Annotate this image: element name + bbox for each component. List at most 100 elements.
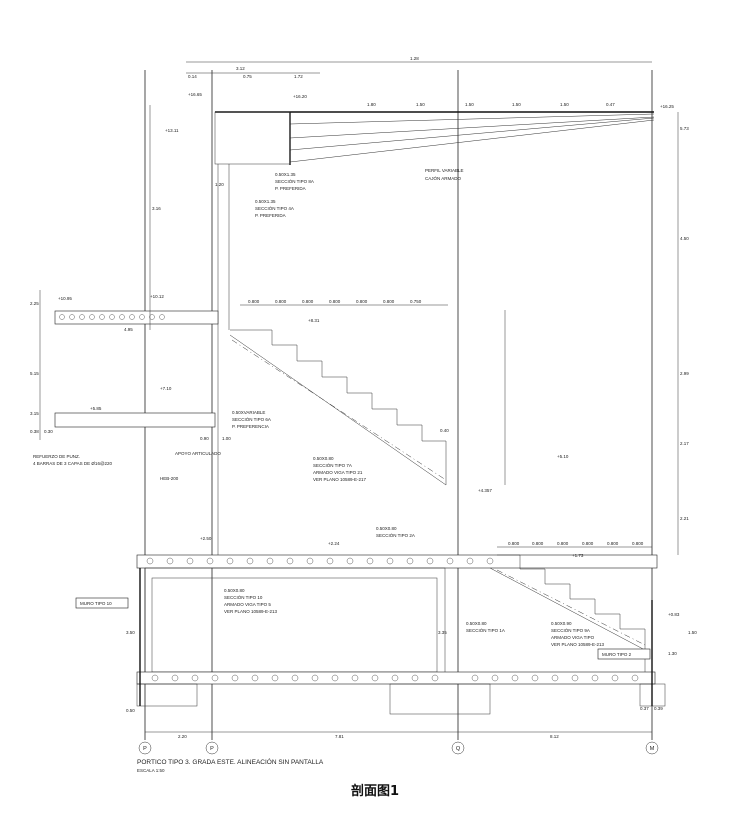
label-sec-h-plan: VER PLANO 10589-E-213 — [551, 642, 605, 647]
level-ground-a: +2.50 — [200, 536, 212, 541]
misc-dim-5: 3.50 — [126, 630, 135, 635]
axis-label-m: M — [650, 746, 655, 752]
misc-dim-4: 0.40 — [440, 428, 449, 433]
level-upper: +13.11 — [165, 128, 179, 133]
level-slab-left: +10.95 — [58, 296, 72, 301]
label-sec-e-dim: 0.50X0.80 — [376, 526, 397, 531]
level-stair-top: +8.31 — [308, 318, 320, 323]
label-sec-c-type: SECCIÓN TIPO 6A — [232, 416, 271, 422]
level-top-left: +16.65 — [188, 92, 202, 97]
misc-dim-1: 1.00 — [222, 436, 231, 441]
misc-dim-7: 0.37 — [640, 706, 649, 711]
top-dim-3: 0.14 — [188, 74, 197, 79]
label-sec-h-type: SECCIÓN TIPO 9A — [551, 627, 590, 633]
footing-middle — [389, 683, 491, 715]
drawing-caption: 剖面图1 — [350, 784, 400, 799]
level-right-end: +0.83 — [668, 612, 680, 617]
right-dim-3: 2.17 — [680, 441, 689, 446]
label-sec-c-note: P. PREFERENCIA — [232, 424, 269, 429]
label-sec-g-dim: 0.50X0.80 — [224, 588, 245, 593]
left-dim-2: 5.15 — [30, 371, 39, 376]
label-sec-g-type: SECCIÓN TIPO 10 — [224, 594, 263, 600]
axis-bubble-m — [645, 741, 659, 755]
misc-dim-2: 0.90 — [200, 436, 209, 441]
label-sec-g-plan: VER PLANO 10589-E-213 — [224, 609, 278, 614]
low-stair-dim-3: 0.800 — [582, 541, 594, 546]
label-apoyo: APOYO ARTICULADO — [175, 451, 221, 456]
label-sec-d-type: SECCIÓN TIPO 7A — [313, 462, 352, 468]
footer-title: PORTICO TIPO 3. GRADA ESTE. ALINEACIÓN S… — [137, 757, 324, 766]
stair-dim-2: 0.800 — [302, 299, 314, 304]
stair-dim-5: 0.800 — [383, 299, 395, 304]
low-stair-dim-5: 0.800 — [632, 541, 644, 546]
label-sec-f-dim: 0.50X0.80 — [466, 621, 487, 626]
label-sec-b-dim: 0.50X1.35 — [255, 199, 276, 204]
misc-dim-9: 1.30 — [668, 651, 677, 656]
roof-inner-line-2 — [289, 116, 655, 139]
bottom-span-1: 2.20 — [178, 734, 187, 739]
label-sec-g-arm: ARMADO VIGA TIPO 5 — [224, 602, 271, 607]
left-dim-0: 3.16 — [152, 206, 161, 211]
axis-label-q: Q — [456, 746, 461, 752]
level-base-right: +1.73 — [572, 553, 584, 558]
muro-10-box — [75, 597, 129, 609]
left-dim-1: 2.25 — [30, 301, 39, 306]
low-stair-dim-2: 0.800 — [557, 541, 569, 546]
right-dim-0: 5.73 — [680, 126, 689, 131]
label-muro-2: MURO TIPO 2 — [602, 652, 632, 657]
left-dim-4: 0.38 — [30, 429, 39, 434]
right-dim-5: 1.50 — [688, 630, 697, 635]
top-dim-0: 1.28 — [410, 56, 419, 61]
label-sec-f-type: SECCIÓN TIPO 1A — [466, 627, 505, 633]
stair-dim-6: 0.750 — [410, 299, 422, 304]
roof-inner-line-1 — [289, 113, 655, 125]
label-muro-10: MURO TIPO 10 — [80, 601, 112, 606]
low-stair-dim-4: 0.800 — [607, 541, 619, 546]
label-sec-h-arm: ARMADO VIGA TIPO — [551, 635, 595, 640]
bottom-span-2: 7.81 — [335, 734, 344, 739]
lower-stair-steps — [497, 554, 646, 672]
top-dim-1: 3.12 — [236, 66, 245, 71]
level-right-low: +4.357 — [478, 488, 492, 493]
label-sec-c-dim: 0.50XVARIABLE — [232, 410, 265, 415]
label-refuerzo-1: REFUERZO DE PUNZ. — [33, 454, 80, 459]
basement-outline — [144, 567, 446, 677]
roof-head-block — [214, 111, 291, 165]
level-mid-b: +5.85 — [90, 406, 102, 411]
stair-dim-4: 0.800 — [356, 299, 368, 304]
label-refuerzo-2: 4 BARRAS DE 3 CAPAS DE Ø16@220 — [33, 461, 113, 466]
right-dim-4: 2.21 — [680, 516, 689, 521]
right-dim-2: 2.99 — [680, 371, 689, 376]
label-sec-a-dim: 0.50X1.35 — [275, 172, 296, 177]
lower-stair-soffit — [489, 567, 646, 651]
left-upper-slab-voids — [59, 314, 165, 320]
label-sec-e-type: SECCIÓN TIPO 2A — [376, 532, 415, 538]
axis-label-p1: P — [143, 746, 147, 752]
axis-bubble-q — [451, 741, 465, 755]
label-sec-a-type: SECCIÓN TIPO 8A — [275, 178, 314, 184]
misc-dim-10: 0.50 — [126, 708, 135, 713]
left-dim-5: 0.30 — [44, 429, 53, 434]
label-sec-b-type: SECCIÓN TIPO 4A — [255, 205, 294, 211]
roof-dim-2: 1.50 — [465, 102, 474, 107]
level-right: +16.25 — [660, 104, 674, 109]
roof-dim-5: 0.47 — [606, 102, 615, 107]
label-hed: HEB-200 — [160, 476, 179, 481]
upper-stair-axis — [231, 339, 447, 481]
level-slab-mid: +10.12 — [150, 294, 164, 299]
label-sec-d-arm: ARMADO VIGA TIPO 21 — [313, 470, 363, 475]
axis-bubble-p1 — [138, 741, 152, 755]
level-mid-a: +7.10 — [160, 386, 172, 391]
top-dim-4: 0.75 — [243, 74, 252, 79]
roof-dim-0: 1.80 — [367, 102, 376, 107]
left-dim-3: 3.15 — [30, 411, 39, 416]
label-sec-d-dim: 0.50X0.80 — [313, 456, 334, 461]
upper-stair-soffit — [229, 334, 447, 486]
left-upper-slab — [54, 310, 219, 325]
roof-dim-4: 1.50 — [560, 102, 569, 107]
label-cajon: CAJÓN ARMADO — [425, 175, 462, 181]
label-sec-h-dim: 0.50X0.90 — [551, 621, 572, 626]
roof-inner-line-3 — [289, 117, 655, 151]
muro-2-box — [597, 648, 651, 660]
roof-dim-1: 1.50 — [416, 102, 425, 107]
